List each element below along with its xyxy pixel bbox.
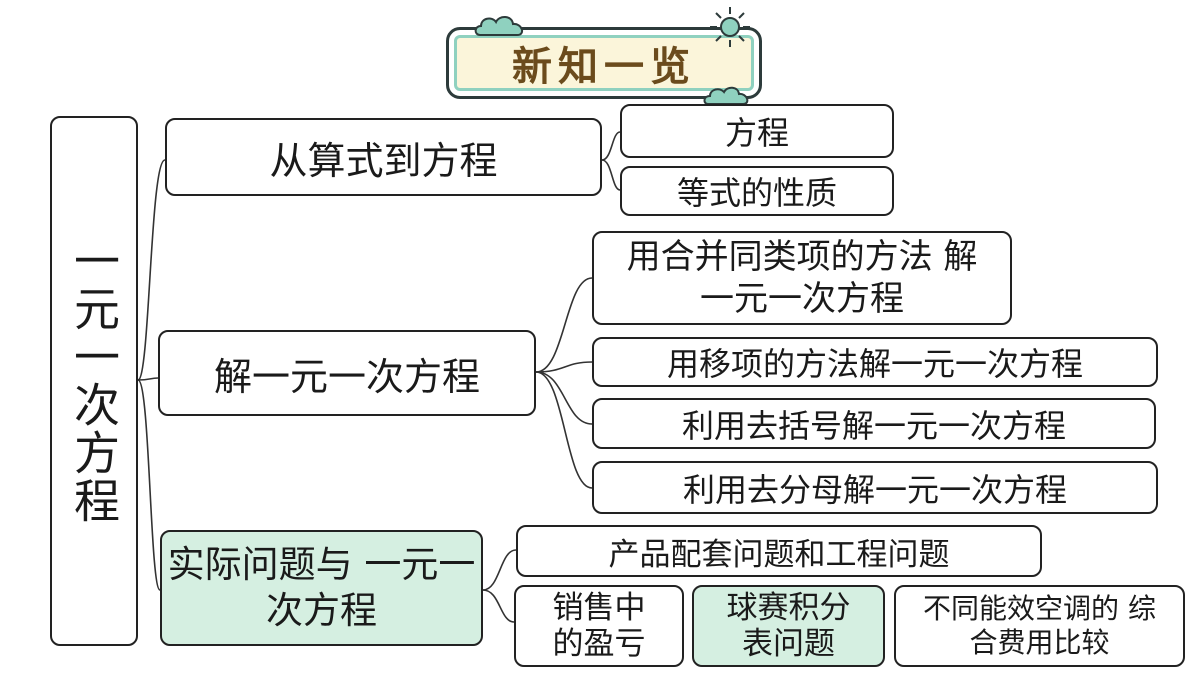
root-node: 一元一次方程 — [50, 116, 138, 646]
branch-node: 解一元一次方程 — [158, 330, 536, 416]
leaf-label: 销售中 的盈亏 — [552, 590, 646, 662]
cloud-icon — [703, 86, 749, 105]
branch-node: 实际问题与 一元一次方程 — [160, 530, 483, 646]
leaf-node: 不同能效空调的 综合费用比较 — [894, 585, 1185, 667]
leaf-node: 方程 — [620, 104, 894, 158]
leaf-label: 用合并同类项的方法 解一元一次方程 — [626, 237, 978, 319]
leaf-node: 利用去括号解一元一次方程 — [592, 398, 1156, 449]
leaf-node: 用移项的方法解一元一次方程 — [592, 337, 1158, 387]
leaf-label: 球赛积分 表问题 — [726, 590, 851, 662]
title-banner: 新知一览 — [446, 7, 762, 105]
branch-node: 从算式到方程 — [165, 118, 602, 196]
leaf-node: 球赛积分 表问题 — [692, 585, 885, 667]
leaf-label: 不同能效空调的 综合费用比较 — [923, 592, 1156, 659]
sun-icon — [710, 7, 750, 47]
leaf-node: 用合并同类项的方法 解一元一次方程 — [592, 231, 1012, 325]
leaf-node: 产品配套问题和工程问题 — [516, 525, 1042, 577]
root-label: 一元一次方程 — [67, 237, 121, 525]
banner-title: 新知一览 — [512, 43, 696, 90]
leaf-label: 用移项的方法解一元一次方程 — [666, 345, 1083, 383]
banner-frame — [446, 27, 762, 99]
leaf-label: 利用去括号解一元一次方程 — [681, 406, 1066, 445]
cloud-icon — [474, 16, 524, 36]
leaf-node: 等式的性质 — [620, 166, 894, 216]
leaf-node: 销售中 的盈亏 — [514, 585, 684, 667]
leaf-label: 等式的性质 — [676, 174, 837, 212]
branch-label: 解一元一次方程 — [213, 354, 480, 399]
leaf-label: 方程 — [724, 114, 789, 152]
leaf-label: 产品配套问题和工程问题 — [608, 536, 950, 573]
leaf-node: 利用去分母解一元一次方程 — [592, 461, 1158, 514]
branch-label: 从算式到方程 — [269, 138, 498, 183]
leaf-label: 利用去分母解一元一次方程 — [682, 470, 1067, 509]
branch-label: 实际问题与 一元一次方程 — [167, 543, 476, 632]
